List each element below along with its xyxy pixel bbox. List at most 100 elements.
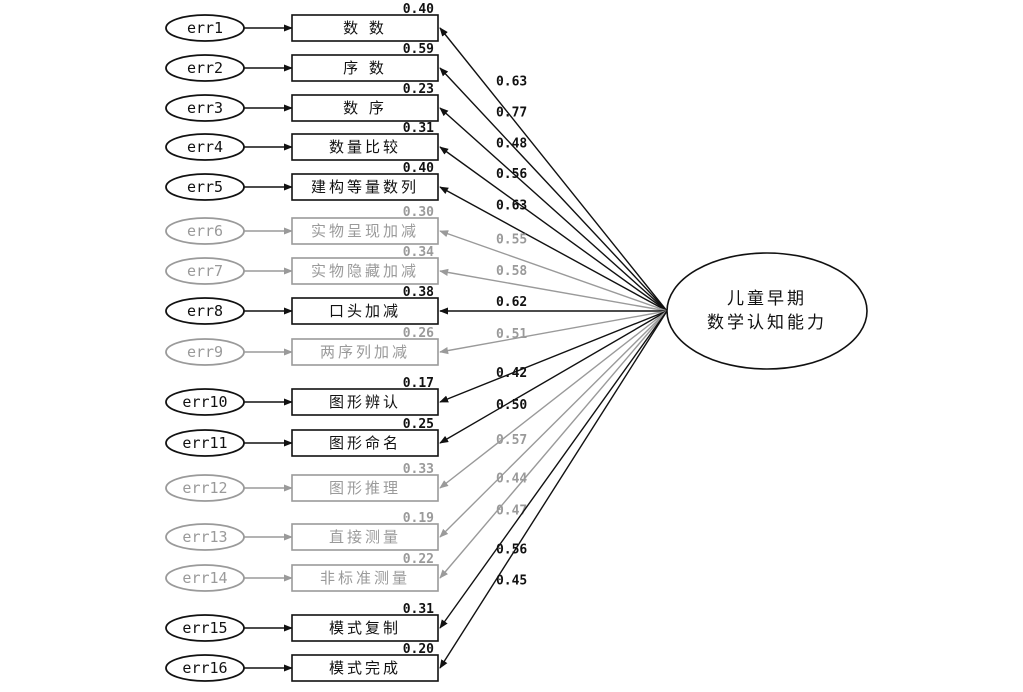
indicator-label: 两序列加减 — [320, 343, 410, 361]
indicator-box — [291, 388, 439, 416]
loading-arrow — [439, 27, 668, 312]
loading-arrow — [439, 310, 668, 579]
error-label: err4 — [187, 138, 223, 156]
r-squared-label: 0.25 — [403, 417, 434, 432]
indicator-box — [291, 54, 439, 82]
indicator-box — [291, 614, 439, 642]
loading-label: 0.45 — [496, 573, 527, 588]
indicator-box — [291, 429, 439, 457]
indicator-label: 模式完成 — [329, 659, 401, 677]
indicator-label: 实物呈现加减 — [311, 222, 419, 240]
loading-label: 0.44 — [496, 471, 527, 486]
loading-label: 0.63 — [496, 74, 527, 89]
indicator-label: 建构等量数列 — [311, 178, 419, 196]
r-squared-label: 0.31 — [403, 121, 434, 136]
indicator-box — [291, 474, 439, 502]
factor-label-line1: 儿童早期 — [727, 289, 807, 309]
indicator-box — [291, 217, 439, 245]
error-label: err11 — [182, 434, 227, 452]
loading-arrow — [439, 268, 668, 312]
indicator-label: 数 序 — [343, 99, 387, 117]
indicator-row: err1 数 数 0.40 — [165, 2, 439, 42]
loading-label: 0.63 — [496, 198, 527, 213]
loading-arrow — [439, 310, 668, 669]
error-label: err15 — [182, 619, 227, 637]
loading-arrow — [439, 230, 668, 312]
factor-label-line2: 数学认知能力 — [707, 313, 827, 333]
indicator-label: 直接测量 — [329, 528, 401, 546]
loading-label: 0.47 — [496, 503, 527, 518]
indicator-label: 实物隐藏加减 — [311, 262, 419, 280]
loading-paths: 0.63 0.77 0.48 0.56 0.63 0.55 0.58 0.62 0.51 0.42… — [439, 27, 668, 669]
error-label: err8 — [187, 302, 223, 320]
indicator-label: 图形辨认 — [329, 393, 401, 411]
indicator-row: err6 实物呈现加减 0.30 — [165, 205, 439, 245]
loading-label: 0.50 — [496, 398, 527, 413]
error-label: err16 — [182, 659, 227, 677]
loading-arrow — [439, 310, 668, 538]
indicator-label: 非标准测量 — [320, 569, 410, 587]
indicator-box — [291, 564, 439, 592]
loading-label: 0.56 — [496, 542, 527, 557]
loading-label: 0.58 — [496, 264, 527, 279]
loading-label: 0.62 — [496, 295, 527, 310]
loading-arrow — [439, 107, 668, 312]
error-label: err7 — [187, 262, 223, 280]
indicator-label: 图形推理 — [329, 479, 401, 497]
indicator-label: 模式复制 — [329, 619, 401, 637]
r-squared-label: 0.17 — [403, 376, 434, 391]
loading-label: 0.42 — [496, 366, 527, 381]
r-squared-label: 0.20 — [403, 642, 434, 657]
r-squared-label: 0.40 — [403, 161, 434, 176]
r-squared-label: 0.30 — [403, 205, 434, 220]
r-squared-label: 0.59 — [403, 42, 434, 57]
indicator-box — [291, 133, 439, 161]
indicator-box — [291, 257, 439, 285]
r-squared-label: 0.40 — [403, 2, 434, 17]
indicator-row: err9 两序列加减 0.26 — [165, 326, 439, 366]
r-squared-label: 0.31 — [403, 602, 434, 617]
latent-factor: 儿童早期 数学认知能力 — [666, 252, 868, 370]
indicator-label: 数量比较 — [329, 138, 401, 156]
error-label: err9 — [187, 343, 223, 361]
r-squared-label: 0.38 — [403, 285, 434, 300]
error-label: err2 — [187, 59, 223, 77]
indicator-label: 数 数 — [343, 19, 387, 37]
indicator-label: 图形命名 — [329, 434, 401, 452]
r-squared-label: 0.26 — [403, 326, 434, 341]
indicator-row: err5 建构等量数列 0.40 — [165, 161, 439, 201]
indicator-box — [291, 523, 439, 551]
error-label: err1 — [187, 19, 223, 37]
loading-arrow — [439, 310, 668, 403]
loading-arrow — [439, 310, 668, 489]
indicator-label: 序 数 — [343, 59, 387, 77]
indicator-row: err2 序 数 0.59 — [165, 42, 439, 82]
indicator-box — [291, 173, 439, 201]
loading-label: 0.51 — [496, 327, 527, 342]
loading-label: 0.48 — [496, 137, 527, 152]
loading-label: 0.77 — [496, 105, 527, 120]
error-label: err13 — [182, 528, 227, 546]
r-squared-label: 0.33 — [403, 462, 434, 477]
error-label: err10 — [182, 393, 227, 411]
loading-arrow — [439, 146, 668, 312]
r-squared-label: 0.19 — [403, 511, 434, 526]
error-label: err5 — [187, 178, 223, 196]
error-label: err6 — [187, 222, 223, 240]
error-label: err14 — [182, 569, 227, 587]
indicator-box — [291, 94, 439, 122]
indicator-box — [291, 338, 439, 366]
loading-label: 0.55 — [496, 233, 527, 248]
